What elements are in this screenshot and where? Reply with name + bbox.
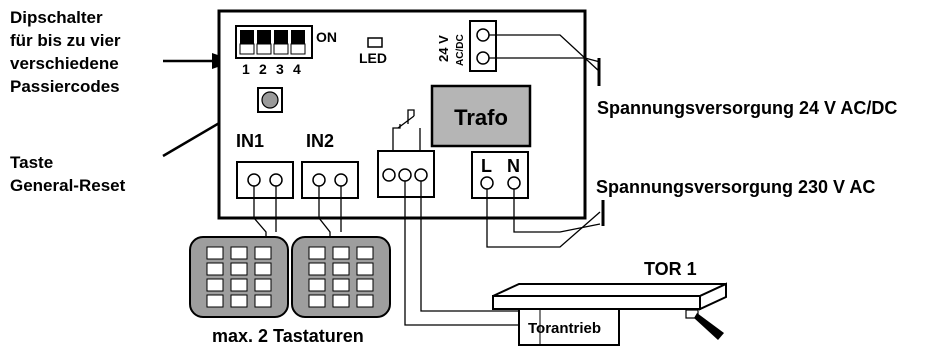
wire-drive-2 (420, 181, 519, 312)
dip-switch (235, 25, 313, 59)
keypad-key (356, 246, 374, 260)
keypad-key (206, 246, 224, 260)
keypad-key (332, 278, 350, 292)
voltage-24-label: 24 V (436, 35, 451, 62)
gate-drive-box (518, 308, 620, 346)
gate-beam (492, 282, 727, 311)
terminal-relay (377, 150, 435, 198)
led-indicator (367, 37, 383, 48)
reset-label-line1: Taste (10, 153, 53, 172)
terminal-n-label: N (507, 156, 520, 176)
transformer (430, 84, 532, 148)
keypad-key (230, 262, 248, 276)
dip-number-4: 4 (293, 61, 301, 77)
dip-label-line1: Dipschalter (10, 8, 103, 27)
wire-drive-1 (404, 181, 519, 326)
dip-number-2: 2 (259, 61, 267, 77)
keypad-key (332, 294, 350, 308)
relay-symbol (392, 109, 421, 151)
terminal-in1 (236, 161, 294, 199)
gate-handle (685, 309, 724, 340)
acdc-label: AC/DC (455, 34, 466, 66)
keypad-key (356, 294, 374, 308)
terminal-in2 (301, 161, 359, 199)
keypad-keys (206, 246, 374, 308)
keypad-key (356, 278, 374, 292)
keypad-key (206, 262, 224, 276)
terminal-l-label: L (481, 156, 492, 176)
keypad-key (332, 262, 350, 276)
keypads-label: max. 2 Tastaturen (212, 326, 364, 346)
in2-label: IN2 (306, 131, 334, 151)
terminal-mains (471, 151, 529, 199)
keypad-key (332, 246, 350, 260)
keypad-key (230, 294, 248, 308)
keypad-key (356, 262, 374, 276)
reset-button[interactable] (257, 87, 283, 113)
keypad-key (254, 278, 272, 292)
keypad-key (308, 278, 326, 292)
transformer-label: Trafo (454, 105, 508, 130)
keypad-key (308, 246, 326, 260)
dip-number-1: 1 (242, 61, 250, 77)
in1-label: IN1 (236, 131, 264, 151)
keypad-key (308, 294, 326, 308)
terminal-24v (469, 20, 497, 72)
dip-number-3: 3 (276, 61, 284, 77)
dip-label-line2: für bis zu vier (10, 31, 121, 50)
wire-230v-supply (486, 189, 605, 248)
keypad-key (254, 246, 272, 260)
supply-24-label: Spannungsversorgung 24 V AC/DC (597, 98, 897, 118)
keypad-key (254, 294, 272, 308)
dip-label-line3: verschiedene (10, 54, 119, 73)
keypad-key (308, 262, 326, 276)
dip-on-label: ON (316, 29, 337, 45)
supply-230-label: Spannungsversorgung 230 V AC (596, 177, 875, 197)
wire-24v-supply (489, 34, 601, 86)
keypad-key (230, 278, 248, 292)
gate-label: TOR 1 (644, 259, 697, 279)
keypad-key (206, 278, 224, 292)
keypad-key (206, 294, 224, 308)
keypad-key (254, 262, 272, 276)
keypad-key (230, 246, 248, 260)
reset-label-line2: General-Reset (10, 176, 126, 195)
dip-label-line4: Passiercodes (10, 77, 120, 96)
gate-drive-label: Torantrieb (528, 320, 601, 337)
led-label: LED (359, 50, 387, 66)
